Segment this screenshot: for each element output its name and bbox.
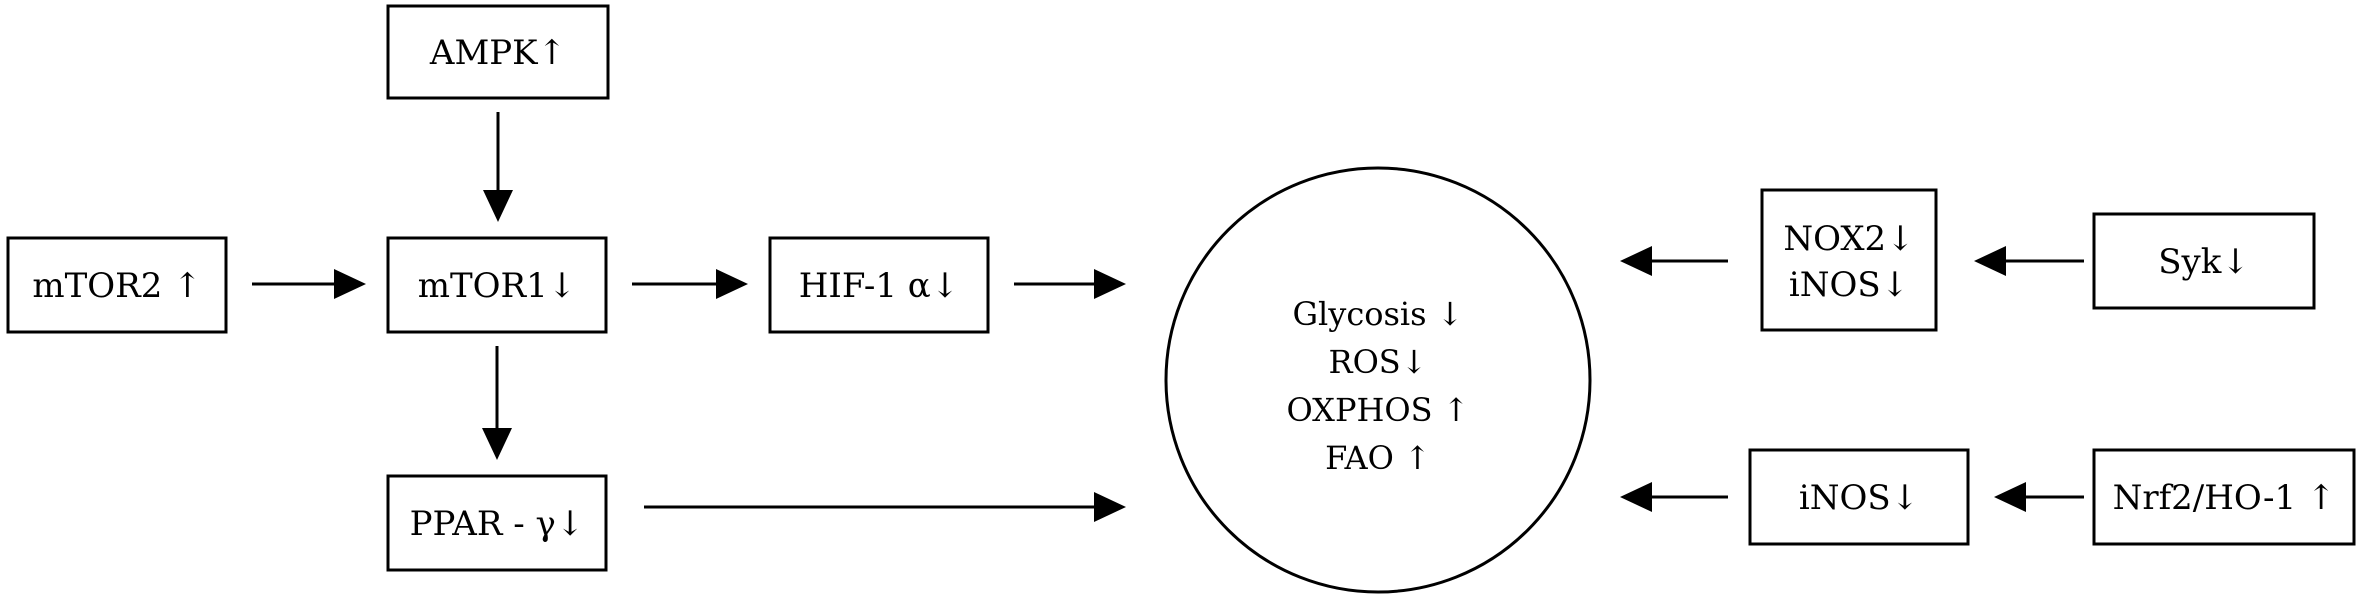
node-mtor2: mTOR2 ↑ bbox=[6, 236, 228, 334]
node-hif1a-label: HIF-1 α↓ bbox=[799, 266, 960, 306]
node-syk-label: Syk↓ bbox=[2158, 242, 2250, 282]
node-mtor2-label: mTOR2 ↑ bbox=[32, 266, 201, 306]
outcome-fao: FAO ↑ bbox=[1325, 439, 1431, 477]
arrow-mtor2-to-mtor1 bbox=[252, 269, 366, 299]
outcome-glycosis: Glycosis ↓ bbox=[1292, 295, 1463, 333]
node-inos-single-label: iNOS↓ bbox=[1799, 478, 1919, 518]
node-nrf2: Nrf2/HO-1 ↑ bbox=[2092, 448, 2356, 546]
arrow-ampk-to-mtor1 bbox=[483, 112, 513, 222]
arrow-ppar-to-outcome bbox=[644, 492, 1126, 522]
arrow-nox2-inos-to-outcome bbox=[1620, 246, 1728, 276]
arrow-nrf2-to-inos bbox=[1994, 482, 2084, 512]
node-ppar-label: PPAR - γ↓ bbox=[410, 504, 585, 544]
node-nox2-inos: NOX2↓ iNOS↓ bbox=[1760, 188, 1938, 332]
node-inos-label: iNOS↓ bbox=[1789, 265, 1909, 305]
node-ppar: PPAR - γ↓ bbox=[386, 474, 608, 572]
arrow-hif1a-to-outcome bbox=[1014, 269, 1126, 299]
node-hif1a: HIF-1 α↓ bbox=[768, 236, 990, 334]
arrow-mtor1-to-hif1a bbox=[632, 269, 748, 299]
node-inos: iNOS↓ bbox=[1748, 448, 1970, 546]
arrow-syk-to-nox2-inos bbox=[1974, 246, 2084, 276]
outcome-oxphos: OXPHOS ↑ bbox=[1286, 391, 1469, 429]
arrow-mtor1-to-ppar bbox=[482, 346, 512, 460]
node-syk: Syk↓ bbox=[2092, 212, 2316, 310]
node-mtor1: mTOR1↓ bbox=[386, 236, 608, 334]
node-mtor1-label: mTOR1↓ bbox=[418, 266, 577, 306]
node-nrf2-label: Nrf2/HO-1 ↑ bbox=[2113, 478, 2336, 518]
node-nox2-label: NOX2↓ bbox=[1783, 219, 1914, 259]
node-ampk-label: AMPK↑ bbox=[429, 33, 566, 73]
outcome-ros: ROS↓ bbox=[1328, 343, 1427, 381]
node-ampk: AMPK↑ bbox=[386, 4, 610, 100]
outcome-circle: Glycosis ↓ ROS↓ OXPHOS ↑ FAO ↑ bbox=[1164, 166, 1592, 594]
arrow-inos-to-outcome bbox=[1620, 482, 1728, 512]
